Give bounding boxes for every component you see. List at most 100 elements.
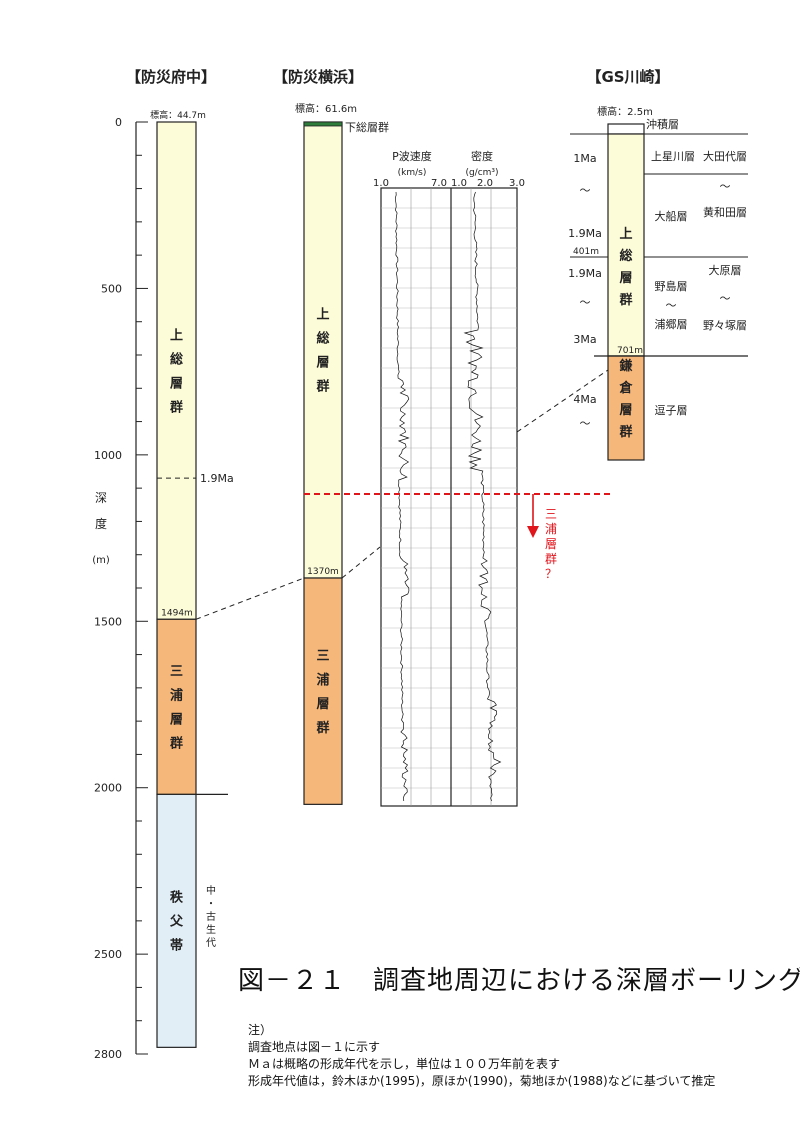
depth-tick-label: 0 — [115, 116, 122, 129]
formation-ootashiro: 大田代層 — [703, 149, 747, 163]
depth-tick-label: 500 — [101, 282, 122, 295]
yokohama-unit-1-char-0: 三 — [316, 649, 329, 664]
log-scale-label-0: 1.0 — [373, 178, 389, 189]
fuchu-title: 【防災府中】 — [126, 68, 216, 86]
depth-axis-unit: (m) — [92, 555, 110, 566]
kawasaki-kamakura-char-3: 群 — [619, 424, 632, 440]
kawasaki-unit-kamakura — [607, 355, 645, 461]
kawasaki-title: 【GS川崎】 — [586, 68, 669, 86]
density-trace — [463, 191, 502, 802]
kawasaki-unit-kazusa — [607, 133, 645, 357]
depth-tick-label: 1000 — [94, 449, 122, 462]
formation-ohara: 大原層 — [709, 263, 742, 277]
yokohama-unit-1-char-3: 群 — [316, 720, 329, 736]
fuchu-unit-2-char-0: 秩 — [170, 890, 183, 906]
kawasaki-age-7: ～ — [580, 417, 591, 430]
fuchu-boundary-label: 1494m — [161, 608, 193, 618]
depth-tick-label: 2800 — [94, 1048, 122, 1061]
formation-uraga: 浦郷層 — [655, 317, 688, 331]
correlation-fuchu-yokohama — [195, 577, 305, 620]
fuchu-unit-1 — [156, 618, 197, 795]
miura-arrow-head — [527, 526, 539, 538]
depth-axis-label-0: 深 — [95, 491, 107, 505]
yokohama-unit-1-char-1: 浦 — [316, 672, 329, 688]
fuchu-unit-0-char-1: 総 — [170, 351, 183, 367]
p-wave-trace — [394, 191, 410, 802]
kawasaki-kamakura-char-1: 倉 — [618, 380, 633, 396]
yokohama-shimosa-label: 下総層群 — [345, 120, 389, 134]
kawasaki-chuseki-box — [607, 123, 645, 135]
notes-heading: 注） — [248, 1023, 273, 1037]
kawasaki-age-3: 1.9Ma — [568, 267, 602, 280]
kawasaki-age-1: ～ — [580, 184, 591, 197]
formation-kiwada: 黄和田層 — [703, 205, 747, 219]
note-line-2: Ｍａは概略の形成年代を示し，単位は１００万年前を表す — [248, 1057, 561, 1071]
yokohama-boundary-label: 1370m — [307, 567, 339, 577]
kawasaki-kazusa-char-1: 総 — [619, 248, 632, 264]
kawasaki-kazusa-char-3: 群 — [619, 292, 632, 308]
depth-tick-label: 2500 — [94, 948, 122, 961]
miura-marker-char-1: 浦 — [545, 522, 557, 536]
correlation-log-kawasaki — [516, 369, 609, 433]
p-wave-unit: (km/s) — [398, 168, 427, 178]
fuchu-era-char-3: 生 — [206, 923, 216, 936]
yokohama-unit-0-char-1: 総 — [316, 331, 329, 347]
correlation-yokohama-log — [341, 546, 381, 579]
miura-marker-char-3: 群 — [545, 552, 557, 566]
kawasaki-kamakura-char-0: 鎌 — [618, 358, 632, 374]
formation-tilde-1: ～ — [720, 180, 731, 193]
kawasaki-chuseki-label: 沖積層 — [646, 117, 679, 131]
log-scale-label-3: 2.0 — [477, 178, 493, 189]
kawasaki-kamakura-char-2: 層 — [619, 403, 632, 418]
fuchu-era-char-4: 代 — [206, 937, 216, 949]
yokohama-unit-0 — [303, 121, 343, 579]
formation-tilde-3: ～ — [666, 299, 677, 312]
fuchu-unit-1-char-2: 層 — [170, 713, 183, 728]
p-wave-title: P波速度 — [392, 149, 432, 163]
fuchu-unit-1-char-1: 浦 — [170, 688, 183, 704]
formation-kamihoshikawa: 上星川層 — [651, 150, 695, 163]
yokohama-unit-0-char-2: 層 — [316, 356, 329, 371]
kawasaki-age-6: 4Ma — [573, 393, 596, 406]
yokohama-elevation: 標高：61.6m — [295, 102, 357, 115]
formation-tilde-2: ～ — [720, 292, 731, 305]
yokohama-shimosa-band — [303, 121, 343, 127]
note-line-3: 形成年代値は，鈴木ほか(1995)，原ほか(1990)，菊地ほか(1988)など… — [248, 1074, 716, 1088]
kawasaki-age-2: 1.9Ma — [568, 227, 602, 240]
formation-nojima: 野島層 — [655, 279, 688, 293]
kawasaki-age-0: 1Ma — [573, 152, 596, 165]
formation-ofuna: 大船層 — [655, 209, 688, 223]
miura-marker-char-0: 三 — [545, 507, 557, 521]
depth-axis-label-1: 度 — [95, 516, 107, 531]
yokohama-title: 【防災横浜】 — [273, 68, 363, 86]
fuchu-era-char-2: 古 — [206, 910, 216, 923]
log-scale-label-4: 3.0 — [509, 178, 525, 189]
miura-marker-char-4: ？ — [545, 567, 557, 581]
notes: 注） 調査地点は図－１に示す Ｍａは概略の形成年代を示し，単位は１００万年前を表… — [248, 1022, 715, 1090]
kawasaki-age-4: ～ — [580, 296, 591, 309]
kawasaki-kazusa-char-2: 層 — [619, 271, 632, 286]
yokohama-unit-0-char-3: 群 — [316, 379, 329, 395]
fuchu-era-char-0: 中 — [206, 884, 216, 897]
fuchu-age-label: 1.9Ma — [200, 472, 234, 485]
fuchu-unit-0-char-2: 層 — [170, 376, 183, 391]
kawasaki-age-5: 3Ma — [573, 333, 596, 346]
fuchu-era-char-1: ・ — [206, 899, 216, 910]
yokohama-unit-0-char-0: 上 — [316, 308, 329, 323]
log-scale-label-1: 7.0 — [431, 178, 447, 189]
kawasaki-depth-401: 401m — [573, 247, 599, 257]
kawasaki-kazusa-char-0: 上 — [619, 227, 632, 242]
fuchu-unit-0 — [156, 121, 197, 620]
yokohama-unit-1 — [303, 577, 343, 805]
fuchu-unit-2-char-1: 父 — [169, 915, 184, 930]
kawasaki-depth-701: 701m — [617, 346, 643, 356]
fuchu-unit-2-char-2: 帯 — [170, 938, 183, 954]
depth-tick-label: 1500 — [94, 615, 122, 628]
fuchu-unit-0-char-3: 群 — [170, 399, 183, 415]
density-title: 密度 — [471, 149, 493, 163]
note-line-1: 調査地点は図－１に示す — [248, 1040, 381, 1054]
fuchu-unit-2 — [156, 793, 197, 1048]
log-scale-label-2: 1.0 — [451, 178, 467, 189]
miura-marker-char-2: 層 — [545, 537, 557, 551]
